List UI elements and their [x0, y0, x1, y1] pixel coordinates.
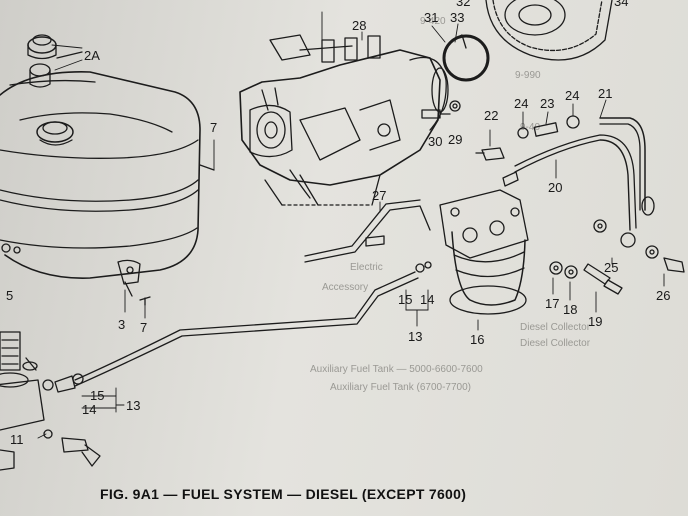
- callout-20: 20: [548, 180, 562, 195]
- sediment-bowl: [0, 331, 101, 471]
- callout-29: 29: [448, 132, 462, 147]
- bleed-text: Auxiliary Fuel Tank — 5000-6600-7600: [310, 364, 483, 375]
- callout-33: 33: [450, 10, 464, 25]
- callout-22: 22: [484, 108, 498, 123]
- callout-3: 3: [118, 317, 125, 332]
- callout-15: 15: [398, 292, 412, 307]
- callout-34: 34: [614, 0, 628, 9]
- fuel-tank: [0, 34, 215, 306]
- callout-28: 28: [352, 18, 366, 33]
- callout-11: 11: [10, 432, 24, 447]
- callout-7-bottom: 7: [140, 320, 147, 335]
- fuel-lines: [74, 117, 655, 387]
- bleed-text: Accessory: [322, 282, 368, 293]
- bleed-text: Auxiliary Fuel Tank (6700-7700): [330, 382, 471, 393]
- callout-23: 23: [540, 96, 554, 111]
- callout-7: 7: [210, 120, 217, 135]
- callout-5: 5: [6, 288, 13, 303]
- figure-caption: FIG. 9A1 — FUEL SYSTEM — DIESEL (EXCEPT …: [100, 486, 467, 502]
- callout-14-left: 14: [82, 402, 96, 417]
- callout-16: 16: [470, 332, 484, 347]
- callout-27: 27: [372, 188, 386, 203]
- callout-labels: 2A 7 5 3 7 28 31 33 32 34 30 29 22 24 23…: [6, 0, 670, 447]
- bleed-text: 9-990: [515, 70, 541, 81]
- drive-gear: [442, 0, 613, 82]
- bleed-text: 9-40: [520, 122, 540, 133]
- callout-17: 17: [545, 296, 559, 311]
- bleed-text: Diesel Collector: [520, 338, 591, 349]
- hardware: [365, 115, 685, 295]
- callout-19: 19: [588, 314, 602, 329]
- leader-lines: [37, 11, 665, 439]
- callout-24: 24: [514, 96, 528, 111]
- callout-14: 14: [420, 292, 434, 307]
- injection-pump: [239, 34, 461, 206]
- callout-18: 18: [563, 302, 577, 317]
- fuel-filter: [439, 189, 529, 315]
- bleed-text: 9-420: [420, 16, 446, 27]
- callout-30: 30: [428, 134, 442, 149]
- parts-list-bleed: 9-420 9-990 9-40 Auxiliary Fuel Tank — 5…: [310, 16, 591, 393]
- callout-26: 26: [656, 288, 670, 303]
- callout-21: 21: [598, 86, 612, 101]
- bleed-text: Diesel Collector: [520, 322, 591, 333]
- callout-25: 25: [604, 260, 618, 275]
- callout-15-left: 15: [90, 388, 104, 403]
- callout-31: 31: [424, 10, 438, 25]
- bleed-text: Electric: [350, 262, 383, 273]
- callout-24-right: 24: [565, 88, 579, 103]
- callout-13: 13: [408, 329, 422, 344]
- callout-32: 32: [456, 0, 470, 9]
- callout-2a: 2A: [84, 48, 100, 63]
- callout-13-left: 13: [126, 398, 140, 413]
